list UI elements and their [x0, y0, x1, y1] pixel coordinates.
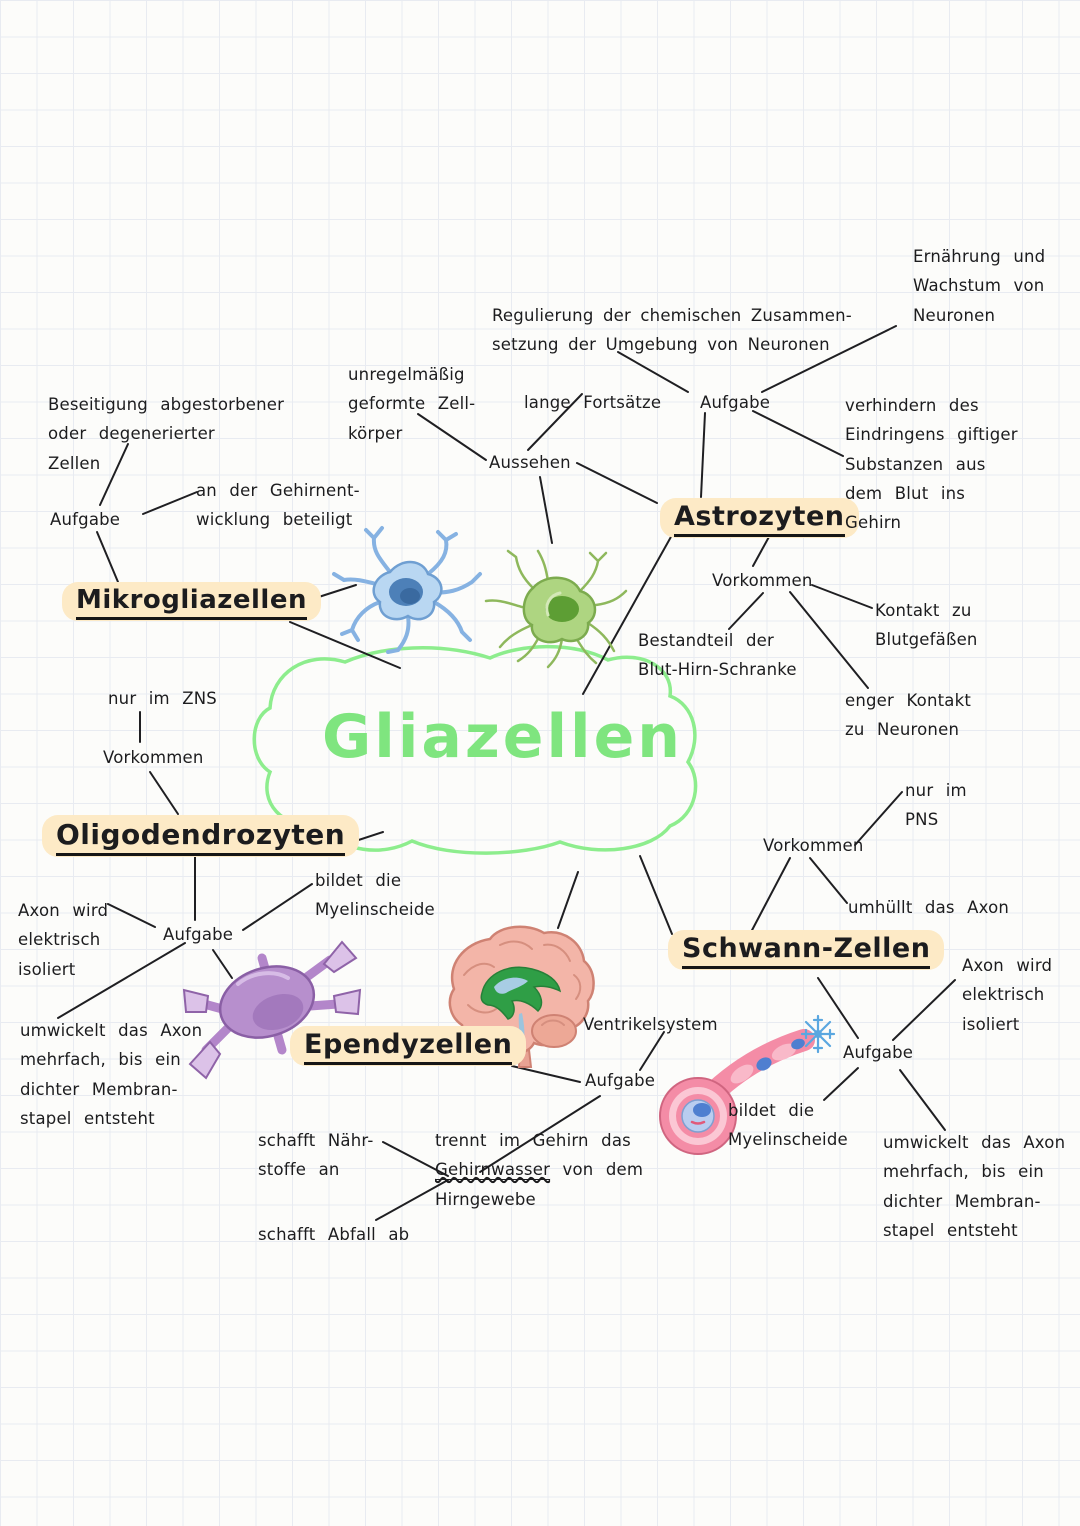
astrozyten-look-processes: lange Fortsätze	[524, 393, 662, 412]
astrozyten-vorkommen-vessels: Kontakt zu Blutgefäßen	[875, 601, 978, 650]
ependy-aufgabe-label: Aufgabe	[585, 1071, 656, 1090]
schwann-task-myelin: bildet die Myelinscheide	[728, 1101, 848, 1150]
astrozyten-look-body: unregelmäßig geformte Zell- körper	[348, 365, 476, 443]
mikroglia-title: Mikrogliazellen	[62, 582, 321, 621]
astrozyten-connectors	[417, 325, 897, 695]
astrozyten-title: Astrozyten	[660, 498, 859, 538]
ependy-task-nutrients: schafft Nähr- stoffe an	[258, 1131, 374, 1180]
schwann-connectors	[639, 791, 956, 1131]
oligo-task-isolation: Axon wird elektrisch isoliert	[18, 901, 109, 979]
schwann-task-wrap: umwickelt das Axon mehrfach, bis ein dic…	[883, 1133, 1066, 1241]
astrozyten-vorkommen-neurons: enger Kontakt zu Neuronen	[845, 691, 972, 740]
astrozyten-task-protection: verhindern des Eindringens giftiger Subs…	[845, 396, 1018, 533]
ependy-task-separation-word: Gehirnwasser	[435, 1160, 551, 1181]
schwann-cell-axon-illustration	[659, 1014, 836, 1155]
ependy-task-separation: trennt im Gehirn das Gehirnwasser von de…	[435, 1126, 679, 1214]
schwann-vorkommen-wrap: umhüllt das Axon	[848, 898, 1010, 917]
mikroglia-title-text: Mikrogliazellen	[76, 585, 307, 620]
ependyzellen-title: Ependyzellen	[290, 1026, 527, 1066]
schwann-vorkommen-label: Vorkommen	[763, 836, 864, 855]
astrozyten-task-nutrition: Ernährung und Wachstum von Neuronen	[913, 247, 1046, 325]
oligo-aufgabe-label: Aufgabe	[163, 925, 234, 944]
microglia-cell-illustration	[332, 526, 482, 654]
astrozyten-vorkommen-barrier: Bestandteil der Blut-Hirn-Schranke	[638, 631, 797, 680]
astrozyten-vorkommen-label: Vorkommen	[712, 571, 813, 590]
mikroglia-vorkommen-value: nur im ZNS	[108, 689, 217, 708]
ependy-task-separation-prefix: trennt im Gehirn das	[435, 1131, 631, 1150]
ependy-task-waste: schafft Abfall ab	[258, 1225, 410, 1244]
mikroglia-vorkommen-label: Vorkommen	[103, 748, 204, 767]
oligo-task-myelin: bildet die Myelinscheide	[315, 871, 435, 920]
astrozyten-task-regulation: Regulierung der chemischen Zusammen- set…	[492, 306, 852, 355]
astrozyten-title-text: Astrozyten	[674, 501, 845, 537]
ependy-ventrikel-label: Ventrikelsystem	[583, 1015, 718, 1034]
mikroglia-task-removal: Beseitigung abgestorbener oder degenerie…	[48, 395, 285, 473]
oligodendrozyten-title: Oligodendrozyten	[42, 815, 360, 857]
schwann-title-text: Schwann-Zellen	[682, 933, 931, 969]
oligo-task-wrap: umwickelt das Axon mehrfach, bis ein dic…	[20, 1021, 203, 1129]
astrozyten-aussehen-label: Aussehen	[489, 453, 571, 472]
mikroglia-task-development: an der Gehirnent- wicklung beteiligt	[196, 481, 360, 530]
center-cloud-outline	[252, 644, 698, 855]
schwann-task-isolation: Axon wird elektrisch isoliert	[962, 956, 1053, 1034]
center-topic: Gliazellen	[322, 702, 684, 772]
mikroglia-aufgabe-label: Aufgabe	[50, 510, 121, 529]
ependyzellen-title-text: Ependyzellen	[304, 1029, 513, 1065]
schwann-aufgabe-label: Aufgabe	[843, 1043, 914, 1062]
astrocyte-cell-illustration	[484, 549, 628, 669]
schwann-title: Schwann-Zellen	[668, 930, 945, 970]
oligodendrozyten-title-text: Oligodendrozyten	[56, 818, 346, 856]
oligodendrocyte-cell-illustration	[182, 940, 362, 1080]
schwann-vorkommen-value: nur im PNS	[905, 781, 967, 830]
astrozyten-aufgabe-label: Aufgabe	[700, 393, 771, 412]
brain-ventricle-illustration	[448, 925, 595, 1068]
ependy-task-separation-suffix: von dem Hirngewebe	[435, 1160, 644, 1209]
